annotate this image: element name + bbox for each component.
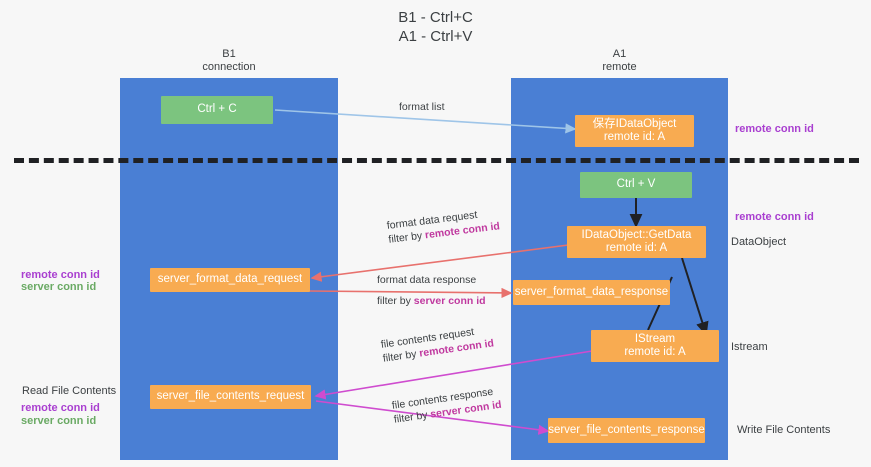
edge-label-file-contents-response: file contents response filter by server … bbox=[391, 384, 502, 427]
node-server-file-contents-response[interactable]: server_file_contents_response bbox=[548, 418, 705, 443]
node-ctrl-v-label: Ctrl + V bbox=[616, 178, 656, 191]
annotation-remote-conn-id-mid: remote conn id bbox=[735, 211, 814, 223]
node-save-idataobject[interactable]: 保存IDataObject remote id: A bbox=[575, 115, 694, 147]
lane-header-b1: B1 connection bbox=[120, 48, 338, 74]
edge-label-file-contents-response-filter-prefix: filter by bbox=[393, 408, 432, 426]
node-istream-line1: IStream bbox=[634, 332, 676, 345]
node-idataobject-getdata-line1: IDataObject::GetData bbox=[581, 228, 692, 241]
edge-label-format-data-request-filter-prefix: filter by bbox=[387, 229, 426, 246]
node-ctrl-c-label: Ctrl + C bbox=[197, 103, 237, 116]
edge-label-format-data-request: format data request filter by remote con… bbox=[386, 205, 501, 246]
diagram-title-line1: B1 - Ctrl+C bbox=[398, 9, 473, 26]
edge-label-file-contents-request: file contents request filter by remote c… bbox=[380, 322, 495, 365]
edge-label-format-data-response-text: format data response bbox=[377, 274, 477, 286]
edge-label-format-data-response-filter: filter by server conn id bbox=[377, 294, 486, 308]
annotation-remote-conn-id-top: remote conn id bbox=[735, 123, 814, 135]
node-server-file-contents-request-label: server_file_contents_request bbox=[156, 390, 305, 403]
annotation-dataobject: DataObject bbox=[731, 236, 787, 248]
lane-header-b1-sub: connection bbox=[202, 61, 256, 73]
node-idataobject-getdata[interactable]: IDataObject::GetData remote id: A bbox=[567, 226, 706, 258]
edge-label-format-data-response: format data response filter by server co… bbox=[377, 273, 486, 308]
node-istream-line2: remote id: A bbox=[624, 346, 686, 358]
edge-label-file-contents-request-filter-prefix: filter by bbox=[382, 347, 421, 365]
annotation-left-server-conn-id-mid: server conn id bbox=[21, 281, 97, 293]
node-ctrl-c[interactable]: Ctrl + C bbox=[161, 96, 273, 124]
edge-label-format-list: format list bbox=[399, 100, 445, 114]
edge-label-format-list-text: format list bbox=[399, 101, 445, 113]
node-server-format-data-request-label: server_format_data_request bbox=[157, 273, 303, 286]
lane-header-a1-name: A1 bbox=[612, 48, 627, 60]
lane-header-a1: A1 remote bbox=[511, 48, 728, 74]
node-ctrl-v[interactable]: Ctrl + V bbox=[580, 172, 692, 198]
annotation-left-remote-conn-id-mid: remote conn id bbox=[21, 269, 100, 281]
annotation-left-remote-conn-id-bottom: remote conn id bbox=[21, 402, 100, 414]
edge-label-format-data-response-filter-prefix: filter by bbox=[377, 295, 414, 307]
node-server-format-data-request[interactable]: server_format_data_request bbox=[150, 268, 310, 292]
node-idataobject-getdata-line2: remote id: A bbox=[605, 242, 668, 254]
annotation-write-file-contents: Write File Contents bbox=[737, 424, 831, 436]
node-server-format-data-response-label: server_format_data_response bbox=[514, 285, 669, 298]
node-server-format-data-response[interactable]: server_format_data_response bbox=[513, 280, 670, 305]
node-server-file-contents-response-label: server_file_contents_response bbox=[548, 423, 705, 436]
node-server-file-contents-request[interactable]: server_file_contents_request bbox=[150, 385, 311, 409]
annotation-istream: Istream bbox=[731, 341, 768, 353]
diagram-title: B1 - Ctrl+C A1 - Ctrl+V bbox=[0, 8, 871, 46]
diagram-title-line2: A1 - Ctrl+V bbox=[398, 28, 473, 45]
lane-header-b1-name: B1 bbox=[222, 48, 236, 60]
node-save-idataobject-line2: remote id: A bbox=[603, 131, 666, 143]
annotation-read-file-contents: Read File Contents bbox=[22, 385, 117, 397]
annotation-left-server-conn-id-bottom: server conn id bbox=[21, 415, 97, 427]
phase-divider bbox=[14, 158, 859, 163]
node-istream[interactable]: IStream remote id: A bbox=[591, 330, 719, 362]
edge-label-format-data-response-filter-key: server conn id bbox=[413, 295, 486, 307]
node-save-idataobject-line1: 保存IDataObject bbox=[592, 117, 677, 130]
lane-header-a1-sub: remote bbox=[602, 61, 637, 73]
